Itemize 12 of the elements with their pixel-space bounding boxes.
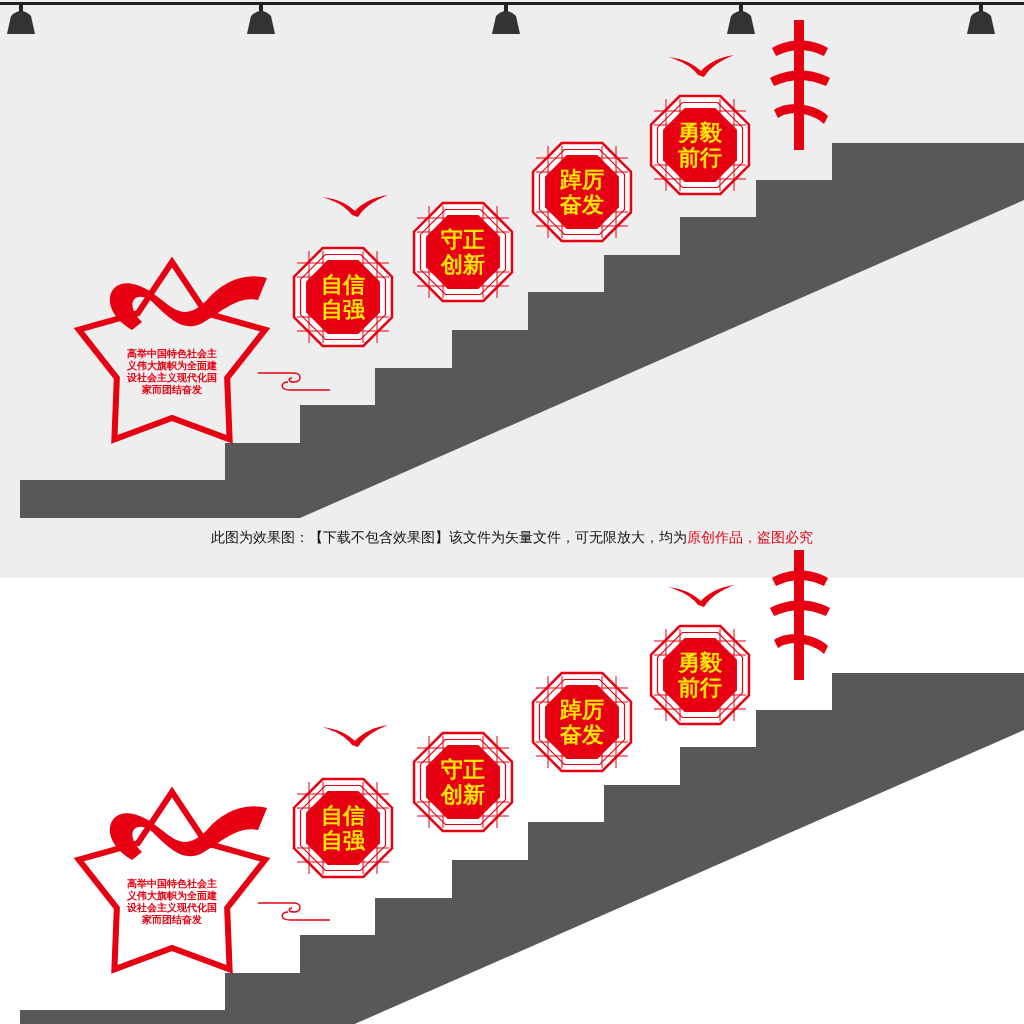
slogan-text: 自信自强 xyxy=(321,271,365,323)
slogan-paragraph: 高举中国特色社会主义伟大旗帜为全面建设社会主义现代化国家而团结奋发 xyxy=(126,348,218,396)
notice-text: 此图为效果图：【下载不包含效果图】该文件为矢量文件，可无限放大，均为 xyxy=(211,528,687,547)
slogan-text: 守正创新 xyxy=(441,226,485,278)
slogan-text: 勇毅前行 xyxy=(678,119,722,171)
slogan-text: 踔厉奋发 xyxy=(560,696,604,748)
notice-text: 原创作品，盗图必究 xyxy=(687,528,813,547)
slogan-text: 勇毅前行 xyxy=(678,649,722,701)
slogan-text: 守正创新 xyxy=(441,756,485,808)
slogan-text: 踔厉奋发 xyxy=(560,166,604,218)
slogan-paragraph: 高举中国特色社会主义伟大旗帜为全面建设社会主义现代化国家而团结奋发 xyxy=(126,878,218,926)
slogan-text: 自信自强 xyxy=(321,802,365,854)
